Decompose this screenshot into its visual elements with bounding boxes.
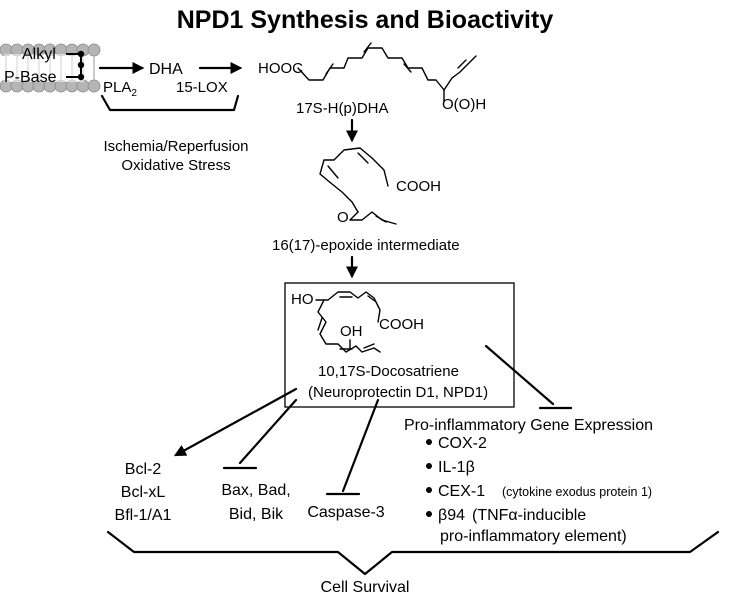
17s-hpdha-structure: HOOC O(O)H 17S-H(p)DHA <box>258 42 486 117</box>
bullet-icon <box>426 439 432 445</box>
stress-line-2: Oxidative Stress <box>121 157 230 174</box>
pla2-label: PLA2 <box>103 79 137 99</box>
inhibited-item-1: Bax, Bad, <box>221 482 290 499</box>
dha-label: DHA <box>149 61 183 78</box>
gene-expression-title: Pro-inflammatory Gene Expression <box>404 417 653 434</box>
inhibit-line-genes <box>484 344 555 406</box>
gene-item-4: β94 <box>438 507 465 524</box>
inhibited-item-2: Bid, Bik <box>229 506 284 523</box>
npd1-oh-label: OH <box>340 323 363 340</box>
npd1-name: 10,17S-Docosatriene <box>318 363 459 380</box>
bullet-icon <box>426 511 432 517</box>
induced-proteins: Bcl-2 Bcl-xL Bfl-1/A1 <box>115 461 172 524</box>
gene-item-3-note: (cytokine exodus protein 1) <box>502 485 652 499</box>
gene-expression-list: Pro-inflammatory Gene Expression COX-2 I… <box>404 417 653 545</box>
caspase-label: Caspase-3 <box>307 504 384 521</box>
induced-item-1: Bcl-2 <box>125 461 162 478</box>
17s-hpdha-label: 17S-H(p)DHA <box>296 100 389 117</box>
bullet-icon <box>426 487 432 493</box>
diagram-title: NPD1 Synthesis and Bioactivity <box>177 6 554 34</box>
hooc-label: HOOC <box>258 60 303 77</box>
inhibited-proteins: Bax, Bad, Bid, Bik <box>221 482 290 523</box>
induced-item-3: Bfl-1/A1 <box>115 507 172 524</box>
npd1-cooh-label: COOH <box>379 316 424 333</box>
epoxide-intermediate-label: 16(17)-epoxide intermediate <box>272 237 460 254</box>
gene-item-3: CEX-1 <box>438 483 485 500</box>
epoxide-structure: COOH O 16(17)-epoxide intermediate <box>272 147 460 254</box>
cell-survival-label: Cell Survival <box>321 579 410 596</box>
survival-bracket <box>106 530 720 576</box>
membrane-alkyl-label: Alkyl <box>22 46 56 63</box>
stress-bracket <box>100 94 240 112</box>
arrow-to-bcl2 <box>173 387 298 457</box>
membrane-pbase-label: P-Base <box>4 69 57 86</box>
gene-item-2: IL-1β <box>438 459 475 476</box>
induced-item-2: Bcl-xL <box>121 484 166 501</box>
npd1-abbrev: (Neuroprotectin D1, NPD1) <box>308 384 488 401</box>
bullet-icon <box>426 463 432 469</box>
gene-item-4-continuation: pro-inflammatory element) <box>440 528 627 545</box>
epoxide-cooh-label: COOH <box>396 178 441 195</box>
npd1-box <box>284 282 515 408</box>
npd1-structure: HO OH COOH 10,17S-Docosatriene (Neuropro… <box>291 291 488 401</box>
inhibit-line-caspase <box>341 398 380 493</box>
membrane-bilayer: Alkyl P-Base <box>0 43 101 93</box>
15-lox-label: 15-LOX <box>176 79 228 96</box>
npd1-ho-label: HO <box>291 291 314 308</box>
stress-line-1: Ischemia/Reperfusion <box>103 138 248 155</box>
gene-item-4-note: (TNFα-inducible <box>472 507 586 524</box>
gene-item-1: COX-2 <box>438 435 487 452</box>
inhibit-line-bax <box>238 398 298 465</box>
epoxide-o-label: O <box>337 209 349 226</box>
hydroperoxy-label: O(O)H <box>442 96 486 113</box>
